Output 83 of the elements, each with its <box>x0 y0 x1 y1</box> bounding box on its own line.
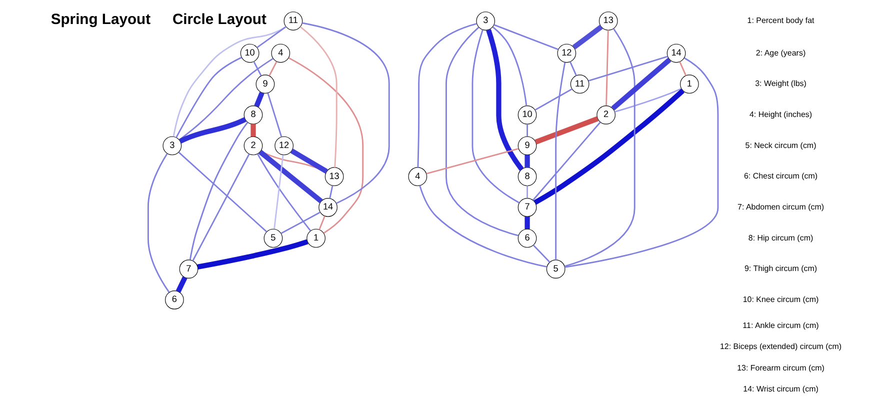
connector <box>172 26 286 137</box>
connector <box>446 26 519 236</box>
connector <box>494 24 558 50</box>
node-circle: 7 <box>179 260 198 278</box>
connector <box>280 212 321 234</box>
connector <box>254 92 264 108</box>
node-circle: 6 <box>518 228 537 248</box>
connector <box>256 26 286 48</box>
connector <box>176 276 188 293</box>
connector <box>178 58 274 140</box>
connector <box>564 28 636 267</box>
connector <box>532 122 601 201</box>
connector <box>197 239 308 270</box>
connector <box>611 58 672 110</box>
node-circle: 13 <box>598 12 618 30</box>
node-circle: 5 <box>264 228 283 248</box>
connector <box>492 26 528 106</box>
connector <box>250 124 256 137</box>
node-circle: 5 <box>546 260 566 278</box>
node-circle: 14 <box>666 44 686 63</box>
node-circle: 10 <box>240 44 260 63</box>
connector <box>147 153 170 293</box>
connector <box>679 62 687 76</box>
connector <box>329 185 334 198</box>
node-circle: 4 <box>271 44 290 63</box>
node-circle: 12 <box>557 44 576 63</box>
node-circle: 2 <box>244 136 263 156</box>
connector <box>268 61 278 76</box>
connector <box>318 216 326 230</box>
node-circle: 9 <box>256 74 275 94</box>
node-circle: 9 <box>518 136 537 156</box>
node-circle: 7 <box>518 198 537 217</box>
node-circle: 3 <box>476 12 496 30</box>
connector <box>572 24 603 50</box>
node-circle: 12 <box>274 136 294 156</box>
connector <box>302 22 390 204</box>
node-circle: 1 <box>306 228 326 248</box>
connector <box>288 57 364 234</box>
node-circle: 10 <box>518 106 537 124</box>
node-circle: 14 <box>318 198 338 217</box>
connector <box>524 216 530 229</box>
connector <box>300 26 338 168</box>
connector <box>555 62 566 260</box>
connector <box>178 152 268 232</box>
node-circle: 8 <box>244 106 263 124</box>
connector <box>256 154 312 232</box>
connector <box>253 61 262 76</box>
node-circle: 8 <box>518 167 537 186</box>
connector <box>290 148 328 174</box>
connector <box>258 150 323 204</box>
node-circle: 1 <box>680 74 699 94</box>
node-circle: 11 <box>570 74 590 94</box>
node-circle: 2 <box>596 106 616 124</box>
connector <box>534 88 685 205</box>
connector <box>570 62 577 76</box>
node-circle: 11 <box>284 12 303 30</box>
connector <box>419 185 547 268</box>
node-circle: 3 <box>162 136 182 156</box>
connector <box>192 154 250 262</box>
label: Circle Layout <box>172 12 266 28</box>
connector <box>524 154 530 168</box>
connector <box>588 56 668 82</box>
connector <box>526 124 528 137</box>
connector <box>534 116 599 144</box>
connector <box>526 186 528 198</box>
node-circle: 6 <box>165 290 184 310</box>
node-circle: 13 <box>324 167 344 186</box>
connector <box>179 117 246 144</box>
connector <box>606 30 609 106</box>
connector <box>486 29 524 171</box>
connector <box>417 22 477 168</box>
connector <box>564 57 719 268</box>
connector <box>189 122 248 260</box>
node-circle: 4 <box>408 167 428 186</box>
connector <box>532 244 550 263</box>
label: Spring Layout <box>50 12 151 28</box>
connector <box>614 88 682 113</box>
connector <box>274 154 284 230</box>
connector <box>267 92 282 138</box>
connector <box>472 30 520 204</box>
connector <box>176 56 242 138</box>
connector <box>534 88 572 111</box>
connector <box>426 148 519 174</box>
